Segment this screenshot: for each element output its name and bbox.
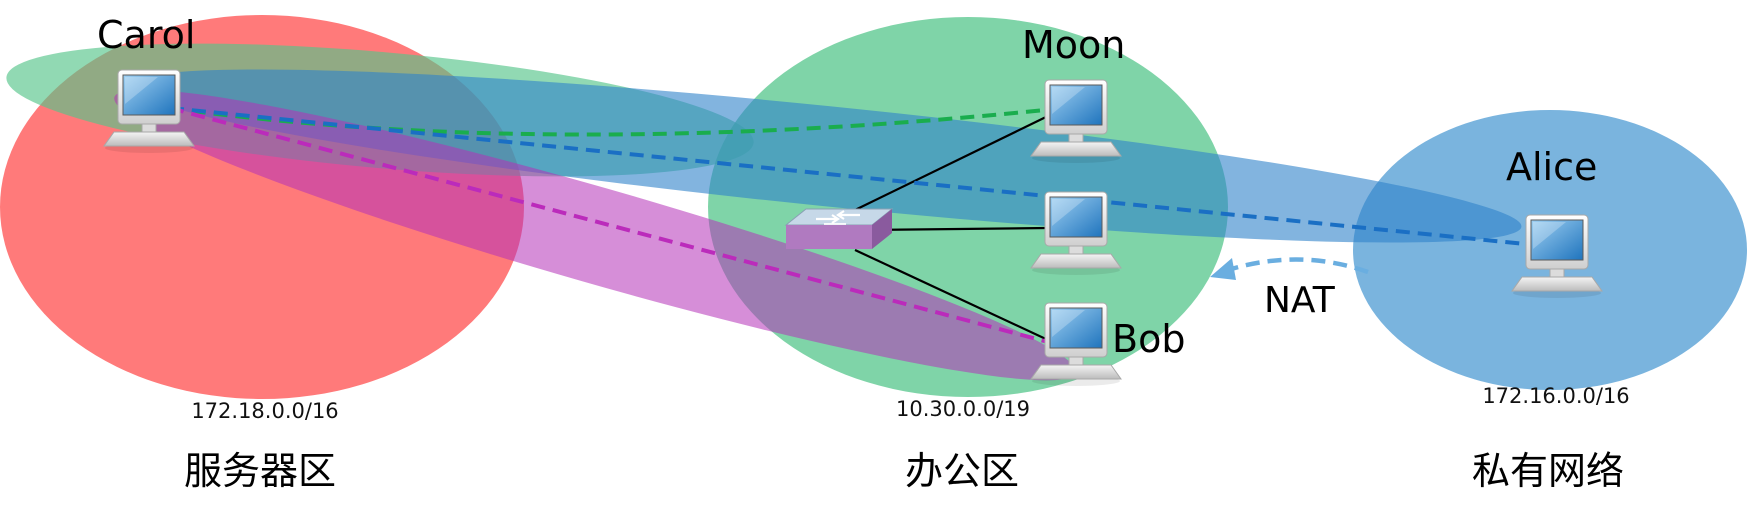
tunnel-line-carol-bob [169,106,1049,344]
network-switch-icon [784,208,894,249]
zone-label-private-network: 私有网络 [1472,449,1624,493]
link-switch-host [869,226,1049,232]
subnet-label-server-area: 172.18.0.0/16 [191,399,338,423]
computer-icon-moon[interactable] [1030,79,1122,164]
node-label-moon: Moon [1022,23,1125,67]
computer-icon-office-host[interactable] [1030,191,1122,276]
node-label-alice: Alice [1506,145,1597,189]
subnet-label-private-network: 172.16.0.0/16 [1482,384,1629,408]
computer-icon-bob[interactable] [1030,302,1122,387]
subnet-label-office-area: 10.30.0.0/19 [896,397,1030,421]
tunnel-band-carol-bob [114,89,1076,381]
computer-icon-carol[interactable] [103,69,195,154]
link-switch-moon [854,115,1049,211]
link-switch-bob [854,249,1049,341]
tunnel-band-carol-alice [128,69,1522,243]
nat-label: NAT [1264,280,1336,321]
node-label-carol: Carol [97,13,195,57]
computer-icon-alice[interactable] [1511,214,1603,299]
tunnel-line-carol-alice [169,106,1536,247]
nat-arrow [1227,257,1369,275]
nat-arrowhead-icon [1210,258,1236,280]
zone-label-office-area: 办公区 [905,449,1019,493]
zone-label-server-area: 服务器区 [184,449,336,493]
node-label-bob: Bob [1112,317,1185,361]
